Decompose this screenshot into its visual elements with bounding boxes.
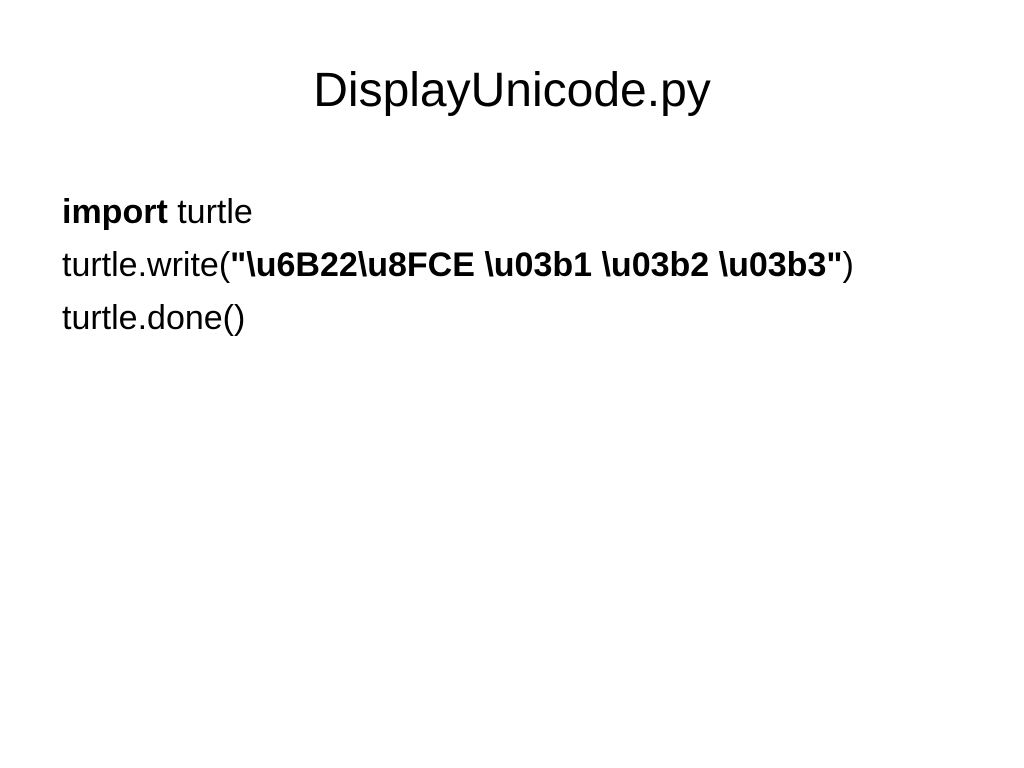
keyword-import: import — [62, 193, 168, 231]
code-line-write: turtle.write("\u6B22\u8FCE \u03b1 \u03b2… — [62, 243, 942, 288]
slide-title: DisplayUnicode.py — [313, 64, 711, 117]
done-call: turtle.done() — [62, 298, 246, 337]
import-module: turtle — [167, 193, 253, 231]
write-call-suffix: ) — [842, 245, 854, 284]
code-listing: import turtle turtle.write("\u6B22\u8FCE… — [62, 190, 942, 349]
unicode-string-literal: "\u6B22\u8FCE \u03b1 \u03b2 \u03b3" — [230, 245, 843, 284]
code-line-done: turtle.done() — [62, 296, 942, 341]
code-line-import: import turtle — [62, 190, 942, 235]
write-call-prefix: turtle.write( — [62, 245, 231, 284]
